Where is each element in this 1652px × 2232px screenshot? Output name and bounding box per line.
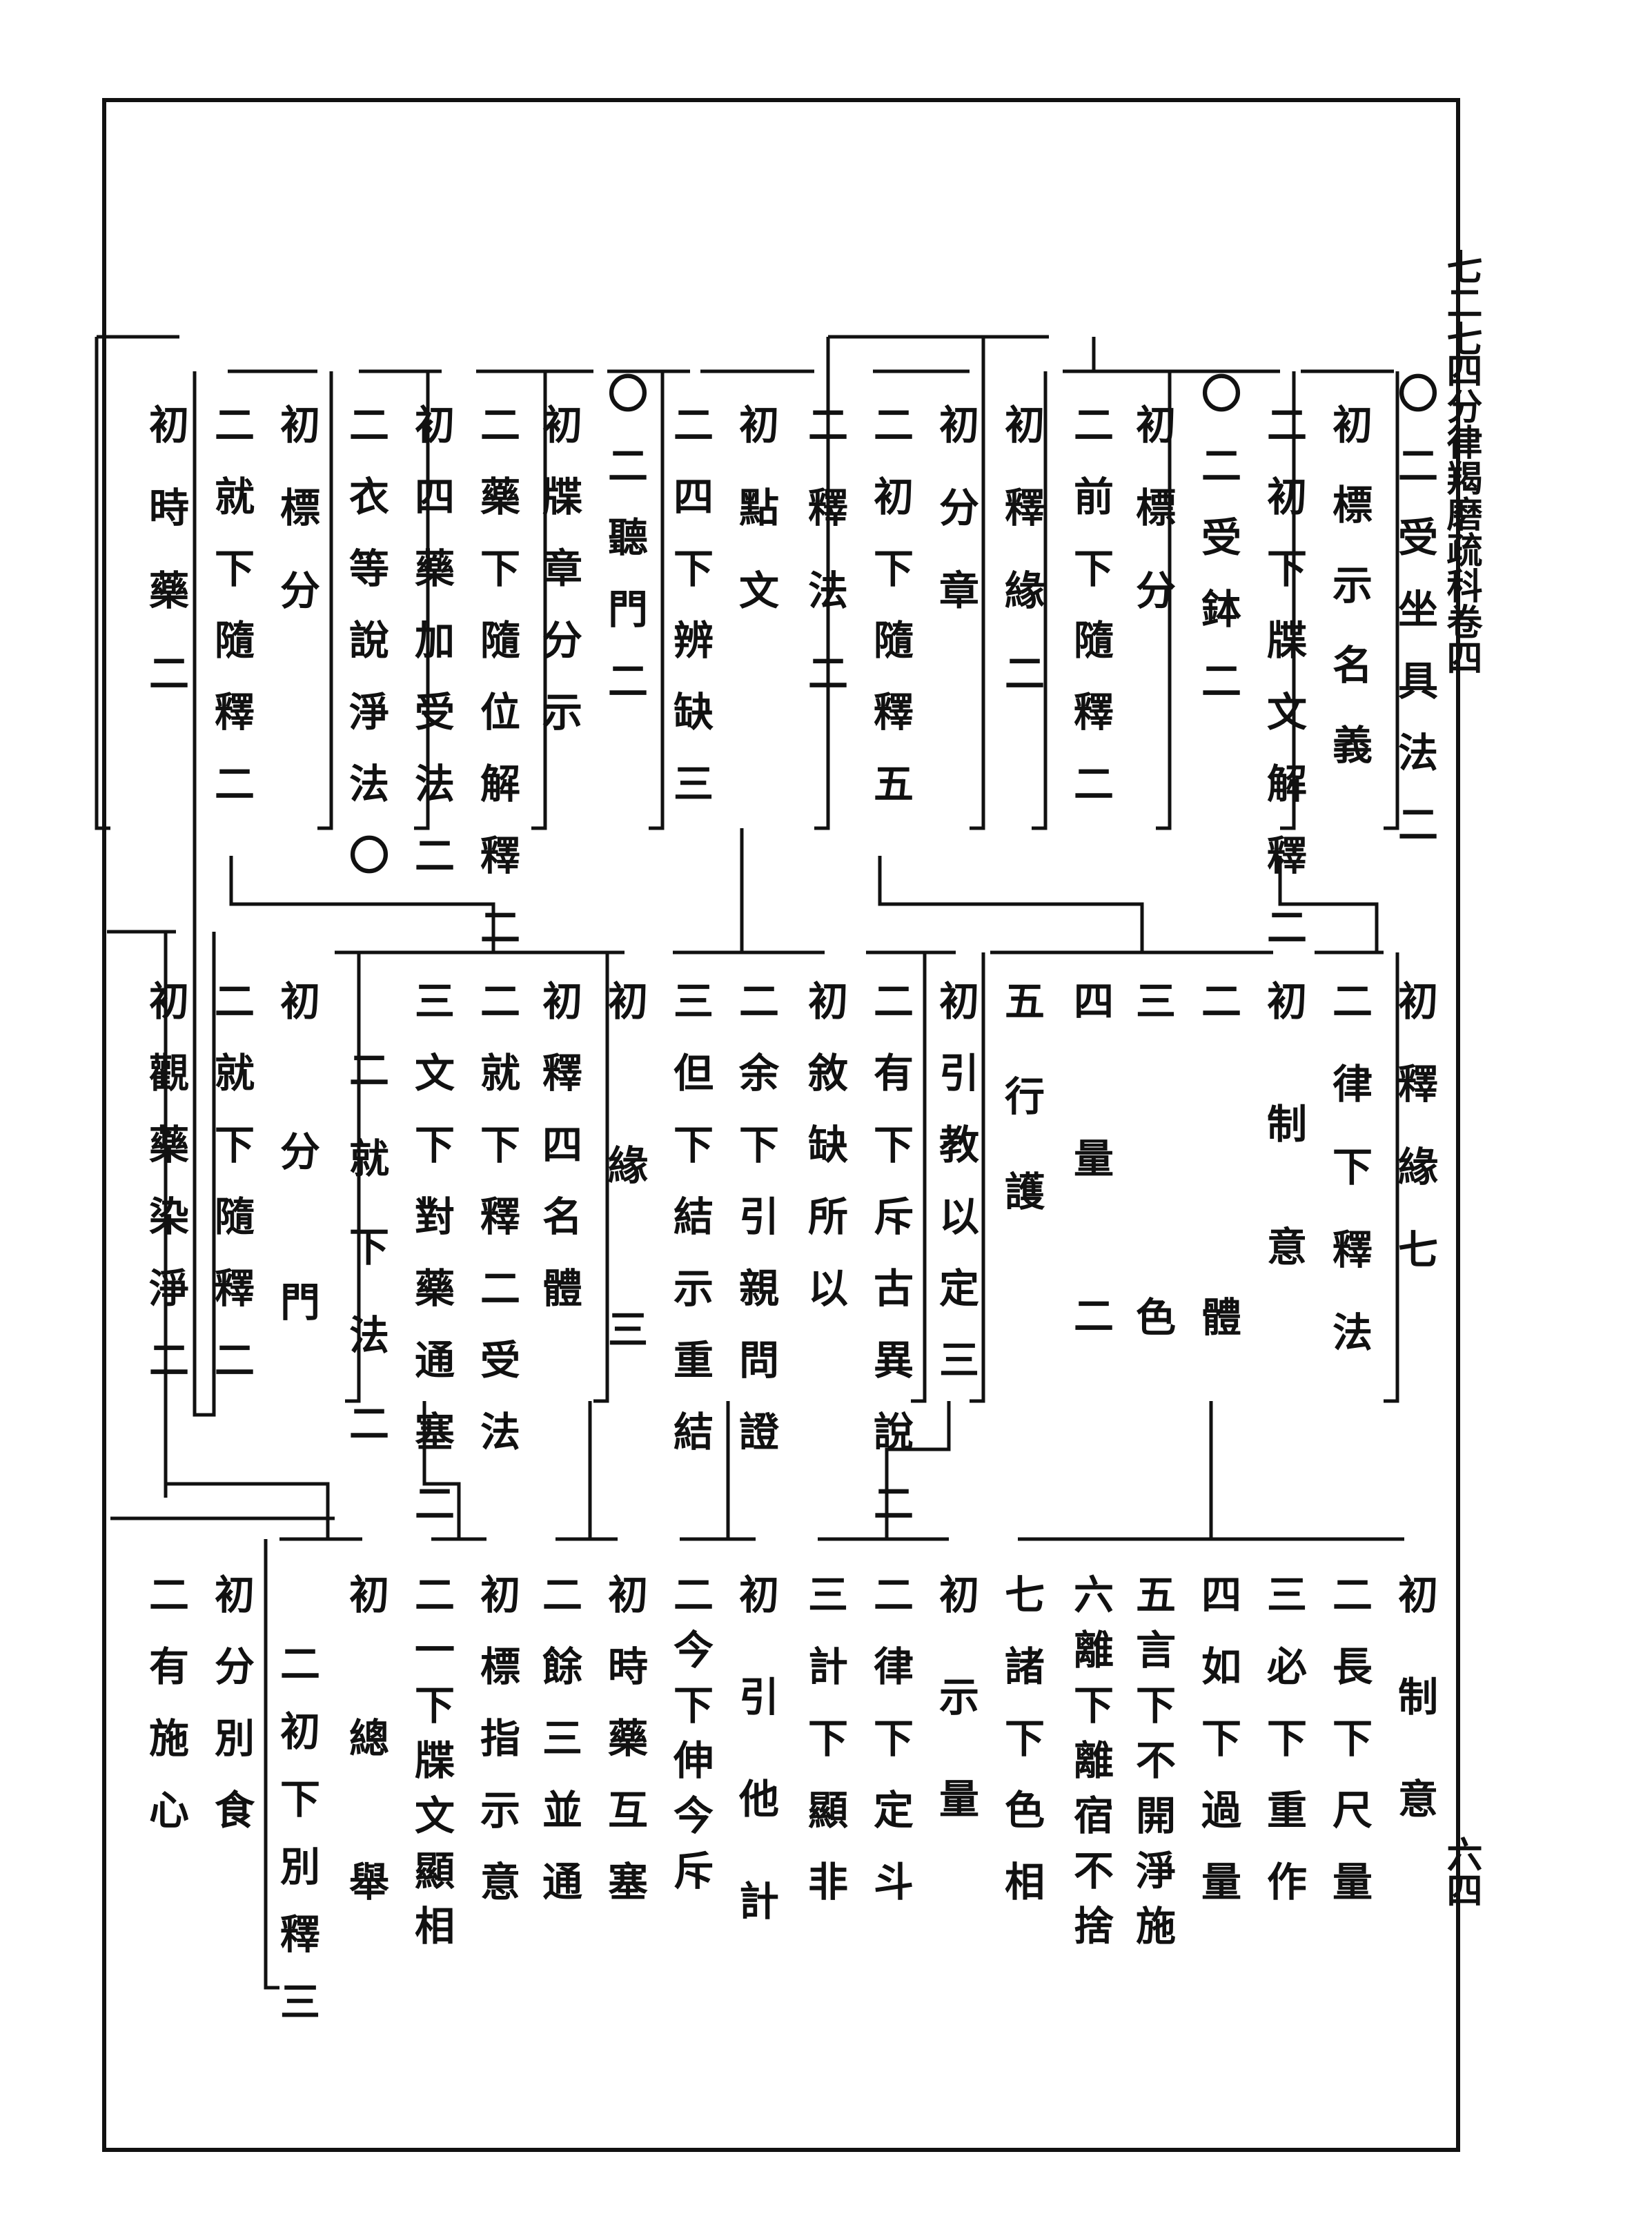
- outline-node: 二余下引親問證: [732, 980, 779, 1482]
- outline-node: 初釋緣二: [998, 404, 1045, 735]
- outline-node: 二體: [1194, 980, 1241, 1612]
- outline-node: 七諸下色相: [998, 1574, 1045, 1932]
- outline-node: 〇二受鉢二: [1194, 373, 1241, 732]
- outline-node: 二藥下隨位解釋二: [473, 404, 520, 978]
- outline-node: 初標分: [1129, 404, 1176, 652]
- outline-node: 初總舉: [342, 1574, 389, 2004]
- outline-node: 初分章: [932, 404, 979, 652]
- outline-node: 二衣等說淨法〇: [342, 404, 389, 906]
- outline-node: 三文下對藥通塞二: [408, 980, 455, 1554]
- outline-node: 二前下隨釋二: [1067, 404, 1114, 834]
- outline-node: 初分別食: [208, 1574, 255, 1861]
- outline-node: 二有施心: [142, 1574, 189, 1861]
- outline-node: 四如下過量: [1194, 1574, 1241, 1932]
- outline-node: 初牒章分示: [535, 404, 582, 763]
- outline-node: 初四藥加受法二: [408, 404, 455, 906]
- outline-node: 〇二聽門二: [601, 373, 648, 732]
- outline-node: 二初下牒文解釋二: [1260, 404, 1307, 978]
- outline-node: 初點文: [732, 404, 779, 652]
- outline-node: 初引教以定三: [932, 980, 979, 1411]
- outline-node: 二初下別釋三: [273, 1643, 320, 2048]
- outline-node: 二今下伸今斥: [667, 1574, 714, 1905]
- outline-node: 初緣三: [601, 980, 648, 1473]
- outline-node: 初分門: [273, 980, 320, 1431]
- page-border: [102, 98, 1460, 2152]
- outline-node: 三計下顯非: [801, 1574, 848, 1932]
- outline-node: 初時藥二: [142, 404, 189, 735]
- folio-number: 六四: [1440, 1836, 1482, 1908]
- outline-node: 初引他計: [732, 1574, 779, 1982]
- outline-node: 三但下結示重結: [667, 980, 714, 1482]
- book-title: 四分律羯磨疏科卷四: [1440, 352, 1482, 675]
- outline-node: 初釋四名體: [535, 980, 582, 1339]
- outline-node: 二餘三並通: [535, 1574, 582, 1932]
- outline-node: 初敘缺所以: [801, 980, 848, 1339]
- outline-node: 二律下定斗: [867, 1574, 914, 1932]
- outline-node: 初制意: [1391, 1574, 1438, 1880]
- outline-node: 二釋法二: [801, 404, 848, 735]
- outline-node: 二四下辨缺三: [667, 404, 714, 834]
- outline-node: 三必下重作: [1260, 1574, 1307, 1932]
- outline-node: 初標示名義: [1326, 404, 1373, 804]
- outline-node: 三色: [1129, 980, 1176, 1612]
- outline-node: 二就下釋二受法: [473, 980, 520, 1482]
- outline-node: 二就下隨釋二: [208, 980, 255, 1411]
- outline-node: 二一下牒文顯相: [408, 1574, 455, 1960]
- outline-node: 四量二: [1067, 980, 1114, 1452]
- outline-node: 初標分: [273, 404, 320, 652]
- outline-node: 二初下隨釋五: [867, 404, 914, 834]
- outline-node: 二就下隨釋二: [208, 404, 255, 834]
- outline-node: 二有下斥古異說二: [867, 980, 914, 1554]
- page-number-top: 七二七: [1440, 248, 1482, 356]
- outline-node: 二長下尺量: [1326, 1574, 1373, 1932]
- outline-node: 初標指示意: [473, 1574, 520, 1932]
- outline-node: 初觀藥染淨二: [142, 980, 189, 1411]
- outline-node: 初時藥互塞: [601, 1574, 648, 1932]
- outline-node: 初制意: [1260, 980, 1307, 1349]
- outline-node: 初釋緣七: [1391, 980, 1438, 1311]
- outline-node: 六離下離宿不捨: [1067, 1574, 1114, 1960]
- outline-node: 二律下釋法: [1326, 980, 1373, 1394]
- outline-node: 二就下法二: [342, 1049, 389, 1491]
- outline-node: 初示量: [932, 1574, 979, 1880]
- outline-node: 五言下不開淨施: [1129, 1574, 1176, 1960]
- outline-node: 〇二受坐具法二: [1391, 373, 1438, 875]
- outline-node: 五行護: [998, 980, 1045, 1266]
